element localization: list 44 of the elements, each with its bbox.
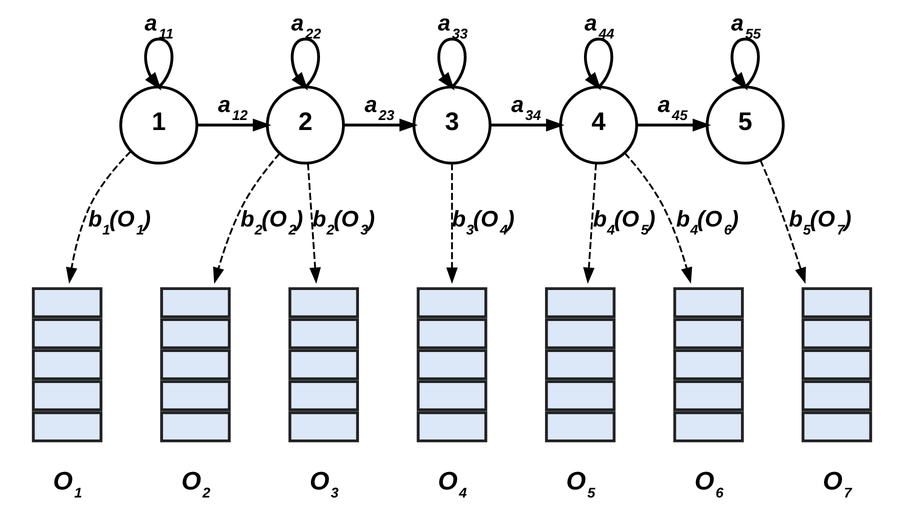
edge-label: a$_{34}$ <box>511 92 541 124</box>
edge-label: a$_{12}$ <box>218 92 248 124</box>
node-label: O$_{5}$ <box>566 467 596 500</box>
edge-label: a$_{44}$ <box>584 10 614 42</box>
arrow <box>437 38 467 90</box>
edge-label: b$_{4}$(O$_{6}$) <box>676 206 739 238</box>
node-circle: 5 <box>706 86 785 165</box>
arrow <box>144 38 174 90</box>
arrow <box>66 150 132 284</box>
node-circle: 1 <box>119 86 198 165</box>
arrow <box>730 38 760 90</box>
node-label: O$_{3}$ <box>310 467 339 500</box>
node-label: O$_{1}$ <box>53 467 82 500</box>
node-label: O$_{7}$ <box>822 467 852 500</box>
arrow <box>344 118 418 132</box>
node-circle: 4 <box>559 86 638 165</box>
arrow <box>583 163 597 284</box>
edge-label: b$_{2}$(O$_{3}$) <box>312 206 375 238</box>
edge-label: a$_{23}$ <box>364 92 394 124</box>
node-label: O$_{6}$ <box>694 467 724 500</box>
arrow <box>584 38 614 90</box>
arrow <box>196 118 272 132</box>
node-circle: 3 <box>412 86 492 165</box>
edge-label: a$_{33}$ <box>438 10 468 42</box>
edge-label: a$_{11}$ <box>144 10 174 42</box>
edge-label: a$_{45}$ <box>658 92 688 124</box>
arrow <box>213 152 280 284</box>
edge-label: b$_{4}$(O$_{5}$) <box>592 206 656 238</box>
arrow <box>307 163 321 284</box>
edge-label: a$_{22}$ <box>291 10 322 42</box>
edge-label: b$_{1}$(O$_{1}$) <box>88 206 151 238</box>
arrow <box>760 160 806 284</box>
arrow <box>490 118 564 132</box>
edge-label: a$_{55}$ <box>731 10 761 42</box>
node-label: O$_{4}$ <box>438 467 467 500</box>
edge-label: b$_{2}$(O$_{2}$) <box>240 206 304 238</box>
node-circle: 2 <box>266 86 345 165</box>
arrow <box>290 38 320 90</box>
node-label: O$_{2}$ <box>181 467 210 500</box>
arrow <box>446 163 458 284</box>
edge-label: b$_{3}$(O$_{4}$) <box>452 206 514 238</box>
edge-label: b$_{5}$(O$_{7}$) <box>788 206 852 238</box>
arrow <box>624 152 692 284</box>
arrow <box>636 118 712 132</box>
